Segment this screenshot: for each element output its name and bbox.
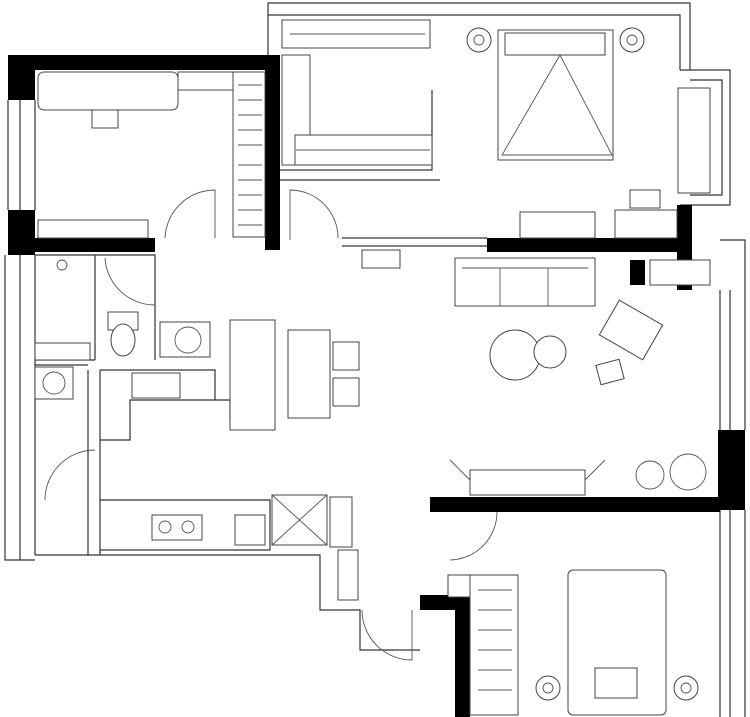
living-furniture bbox=[361, 249, 711, 496]
left-bedroom-furniture bbox=[37, 71, 266, 239]
partitions bbox=[35, 90, 487, 555]
outer-outline bbox=[4, 2, 746, 717]
doors bbox=[44, 189, 498, 661]
walls bbox=[8, 55, 745, 717]
master-bedroom-furniture bbox=[466, 27, 711, 239]
kitchen-fixtures bbox=[131, 372, 359, 601]
second-bedroom-furniture bbox=[447, 569, 699, 716]
dining-furniture bbox=[159, 319, 360, 431]
walk-in-wardrobe bbox=[281, 19, 433, 166]
bathroom-fixtures bbox=[34, 259, 139, 400]
